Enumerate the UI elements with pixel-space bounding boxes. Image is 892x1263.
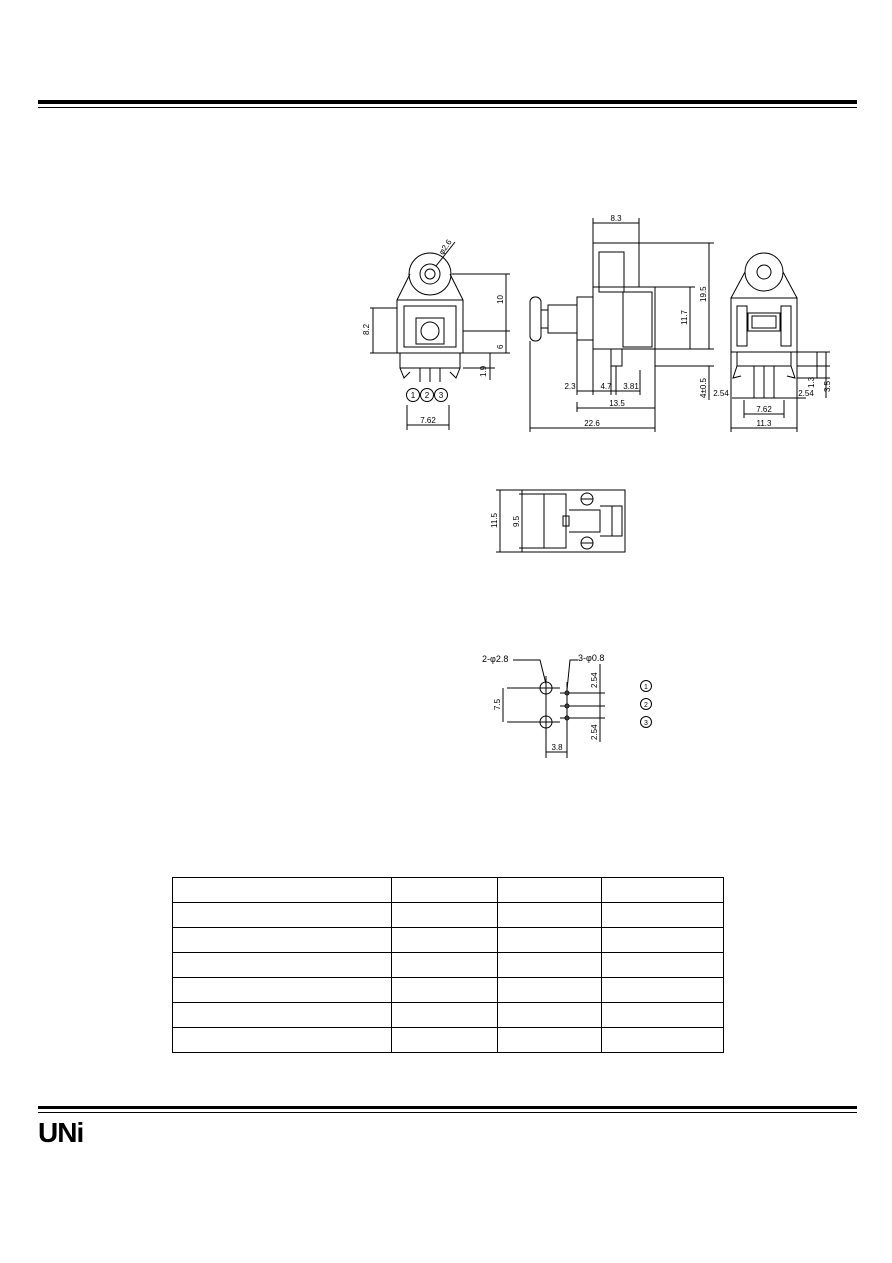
table-cell — [497, 877, 602, 903]
footprint-dim-2-54-bottom: 2.54 — [590, 724, 599, 740]
front-dim-pitch: 7.62 — [420, 416, 436, 425]
table-row — [172, 1002, 724, 1028]
table-cell — [391, 902, 498, 928]
side-view: 8.3 19.5 11.7 4±0.5 2.3 4.7 3.81 13.5 22… — [529, 214, 714, 432]
rear-dim-1-3: 1.3 — [807, 376, 816, 388]
side-dim-4-7: 4.7 — [600, 382, 612, 391]
side-dim-13-5: 13.5 — [609, 399, 625, 408]
side-dim-4: 4±0.5 — [699, 377, 708, 398]
table-cell — [497, 977, 602, 1003]
table-cell — [497, 1027, 602, 1053]
footer-rule-thick — [38, 1106, 857, 1109]
top-dim-11-5: 11.5 — [490, 512, 499, 528]
top-dim-9-5: 9.5 — [512, 515, 521, 527]
table-cell — [172, 952, 392, 978]
front-dim-width: 8.2 — [362, 323, 371, 335]
rear-dim-7-62: 7.62 — [756, 405, 772, 414]
front-pin-2: 2 — [425, 391, 430, 400]
table-cell — [172, 877, 392, 903]
header-rule-thin — [38, 107, 857, 108]
table-cell — [601, 952, 724, 978]
footprint-label-pins: 3-φ0.8 — [578, 653, 604, 663]
table-row — [172, 952, 724, 978]
footprint-dim-3-8: 3.8 — [551, 743, 563, 752]
table-cell — [391, 1027, 498, 1053]
side-dim-11-7: 11.7 — [680, 309, 689, 325]
table-cell — [391, 977, 498, 1003]
front-dim-10: 10 — [496, 295, 505, 304]
rear-dim-2-54-left: 2.54 — [713, 389, 729, 398]
table-cell — [601, 927, 724, 953]
company-logo: UNi — [38, 1117, 84, 1148]
rear-dim-2-54-right: 2.54 — [798, 389, 814, 398]
table-cell — [497, 927, 602, 953]
table-cell — [497, 902, 602, 928]
table-row — [172, 927, 724, 953]
header-rule-thick — [38, 100, 857, 104]
spec-table — [172, 877, 724, 1053]
footprint-pin-3: 3 — [644, 720, 648, 727]
rear-view: 1.3 3.5 2.54 2.54 7.62 11.3 — [713, 252, 832, 432]
footprint-dim-7-5: 7.5 — [493, 698, 502, 710]
table-cell — [391, 927, 498, 953]
table-cell — [391, 877, 498, 903]
table-row — [172, 977, 724, 1003]
table-cell — [497, 1002, 602, 1028]
table-cell — [601, 1027, 724, 1053]
rear-dim-3-5: 3.5 — [823, 380, 832, 392]
side-dim-19-5: 19.5 — [699, 286, 708, 302]
table-cell — [601, 1002, 724, 1028]
table-cell — [172, 1027, 392, 1053]
side-dim-3-81: 3.81 — [623, 382, 639, 391]
footprint-label-holes: 2-φ2.8 — [482, 654, 508, 664]
table-cell — [601, 877, 724, 903]
table-row — [172, 902, 724, 928]
front-dim-6: 6 — [496, 344, 505, 349]
rear-dim-11-3: 11.3 — [757, 419, 773, 428]
table-cell — [391, 952, 498, 978]
footer-rule-thin — [38, 1112, 857, 1113]
table-cell — [601, 977, 724, 1003]
table-cell — [172, 902, 392, 928]
table-cell — [172, 977, 392, 1003]
side-dim-2-3: 2.3 — [564, 382, 576, 391]
front-dim-1-9: 1.9 — [479, 365, 488, 377]
footprint-dim-2-54-top: 2.54 — [590, 672, 599, 688]
front-pin-3: 3 — [439, 391, 444, 400]
pcb-footprint: 2-φ2.8 3-φ0.8 2.54 7.5 2.54 3.8 1 2 3 — [482, 653, 652, 758]
table-cell — [172, 927, 392, 953]
table-cell — [601, 902, 724, 928]
top-view: 11.5 9.5 — [490, 489, 626, 553]
table-cell — [172, 1002, 392, 1028]
table-cell — [391, 1002, 498, 1028]
table-cell — [497, 952, 602, 978]
table-row — [172, 1027, 724, 1053]
front-pin-1: 1 — [411, 391, 416, 400]
front-view: 1 2 3 φ2.6 8.2 10 6 1.9 7.62 — [362, 237, 510, 430]
table-row — [172, 877, 724, 903]
side-dim-8-3: 8.3 — [610, 214, 622, 223]
footprint-pin-1: 1 — [644, 684, 648, 691]
side-dim-22-6: 22.6 — [584, 419, 600, 428]
footprint-pin-2: 2 — [644, 702, 648, 709]
